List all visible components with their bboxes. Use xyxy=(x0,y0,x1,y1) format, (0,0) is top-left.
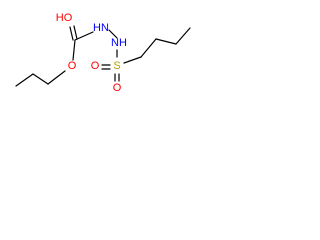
atom-nh-left-label: HN xyxy=(93,22,109,34)
atom-sulfonyl-oxygen-left-label: O xyxy=(91,60,100,72)
bond-nh-nh xyxy=(108,29,118,39)
bond-carbon-hydroxyl xyxy=(73,25,78,40)
bond-carbon-ether xyxy=(72,39,76,61)
bond-propyl-3 xyxy=(15,73,34,87)
atom-nh-right-label: NH xyxy=(111,37,127,49)
atom-sulfur-label: S xyxy=(113,60,120,72)
atom-sulfonyl-oxygen-bottom-label: O xyxy=(113,82,122,94)
bond-butyl-2 xyxy=(140,38,157,58)
bond-butyl-4 xyxy=(175,27,191,45)
atom-labels: HO HN NH O O S O xyxy=(56,12,127,94)
bond-ether-propyl-1 xyxy=(47,70,66,85)
bond-propyl-2 xyxy=(32,73,49,85)
atom-ether-oxygen-label: O xyxy=(68,60,77,72)
molecule-structure: HO HN NH O O S O xyxy=(15,12,191,94)
bond-butyl-3 xyxy=(155,38,177,45)
bond-lines xyxy=(15,25,191,87)
bond-carbon-nh xyxy=(74,31,94,41)
atom-hydroxyl-label: HO xyxy=(56,12,73,24)
bond-sulfur-butyl-1 xyxy=(123,56,142,64)
bond-carbon-hydroxyl-2 xyxy=(69,26,74,41)
